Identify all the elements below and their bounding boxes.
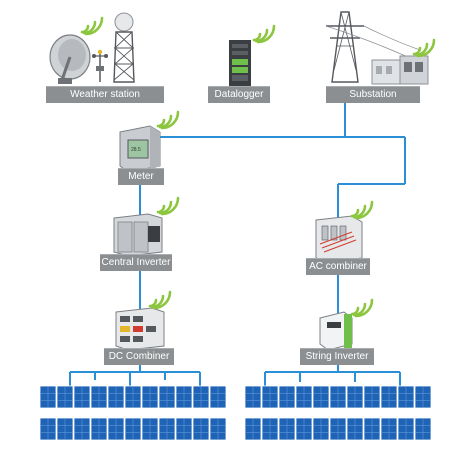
meter-label: Meter [118, 168, 164, 185]
wireless-signal-icon [412, 38, 436, 58]
wireless-signal-icon [148, 290, 172, 310]
satellite-dish-icon [49, 34, 91, 84]
server-rack-icon [229, 40, 251, 86]
weather-station[interactable] [49, 12, 135, 84]
wireless-signal-icon [350, 298, 374, 318]
combiner-box-icon [315, 215, 363, 263]
meter[interactable]: 28.5 [119, 110, 180, 173]
wireless-signal-icon [156, 196, 180, 216]
solar-panel-icon [39, 385, 108, 441]
weather-station-label: Weather station [46, 86, 164, 103]
ac-combiner[interactable] [315, 200, 374, 263]
string-inverter-branches [264, 362, 401, 390]
solar-panels-left [39, 385, 227, 441]
dc-combiner[interactable] [115, 290, 172, 351]
svg-text:28.5: 28.5 [131, 147, 141, 153]
inverter-cabinet-icon [113, 213, 163, 257]
wireless-signal-icon [252, 24, 276, 44]
string-inverter-label: String Inverter [300, 348, 374, 365]
dc-combiner-branches [69, 362, 201, 390]
wireless-signal-icon [80, 16, 104, 36]
central-inverter-label: Central Inverter [100, 254, 172, 271]
datalogger-label: Datalogger [208, 86, 270, 103]
solar-panel-icon [380, 385, 432, 441]
string-inverter[interactable] [319, 298, 374, 351]
lattice-tower-icon [113, 12, 135, 83]
solar-panel-icon [175, 385, 227, 441]
solar-panel-icon [107, 385, 176, 441]
dc-combiner-label: DC Combiner [104, 348, 174, 365]
ac-combiner-label: AC combiner [306, 258, 370, 275]
substation[interactable] [325, 11, 436, 85]
combiner-box-icon [115, 307, 165, 351]
weather-sensor-icon [92, 49, 108, 82]
string-inverter-icon [319, 311, 353, 351]
meter-icon: 28.5 [119, 125, 161, 173]
wireless-signal-icon [156, 110, 180, 130]
wireless-signal-icon [350, 200, 374, 220]
solar-panels-right [244, 385, 432, 441]
datalogger[interactable] [229, 24, 276, 86]
solar-panel-icon [312, 385, 381, 441]
power-pylon-icon [325, 11, 421, 83]
transformer-building-icon [371, 55, 429, 85]
central-inverter[interactable] [113, 196, 180, 257]
solar-panel-icon [244, 385, 313, 441]
substation-label: Substation [326, 86, 420, 103]
connection-lines [69, 102, 406, 390]
